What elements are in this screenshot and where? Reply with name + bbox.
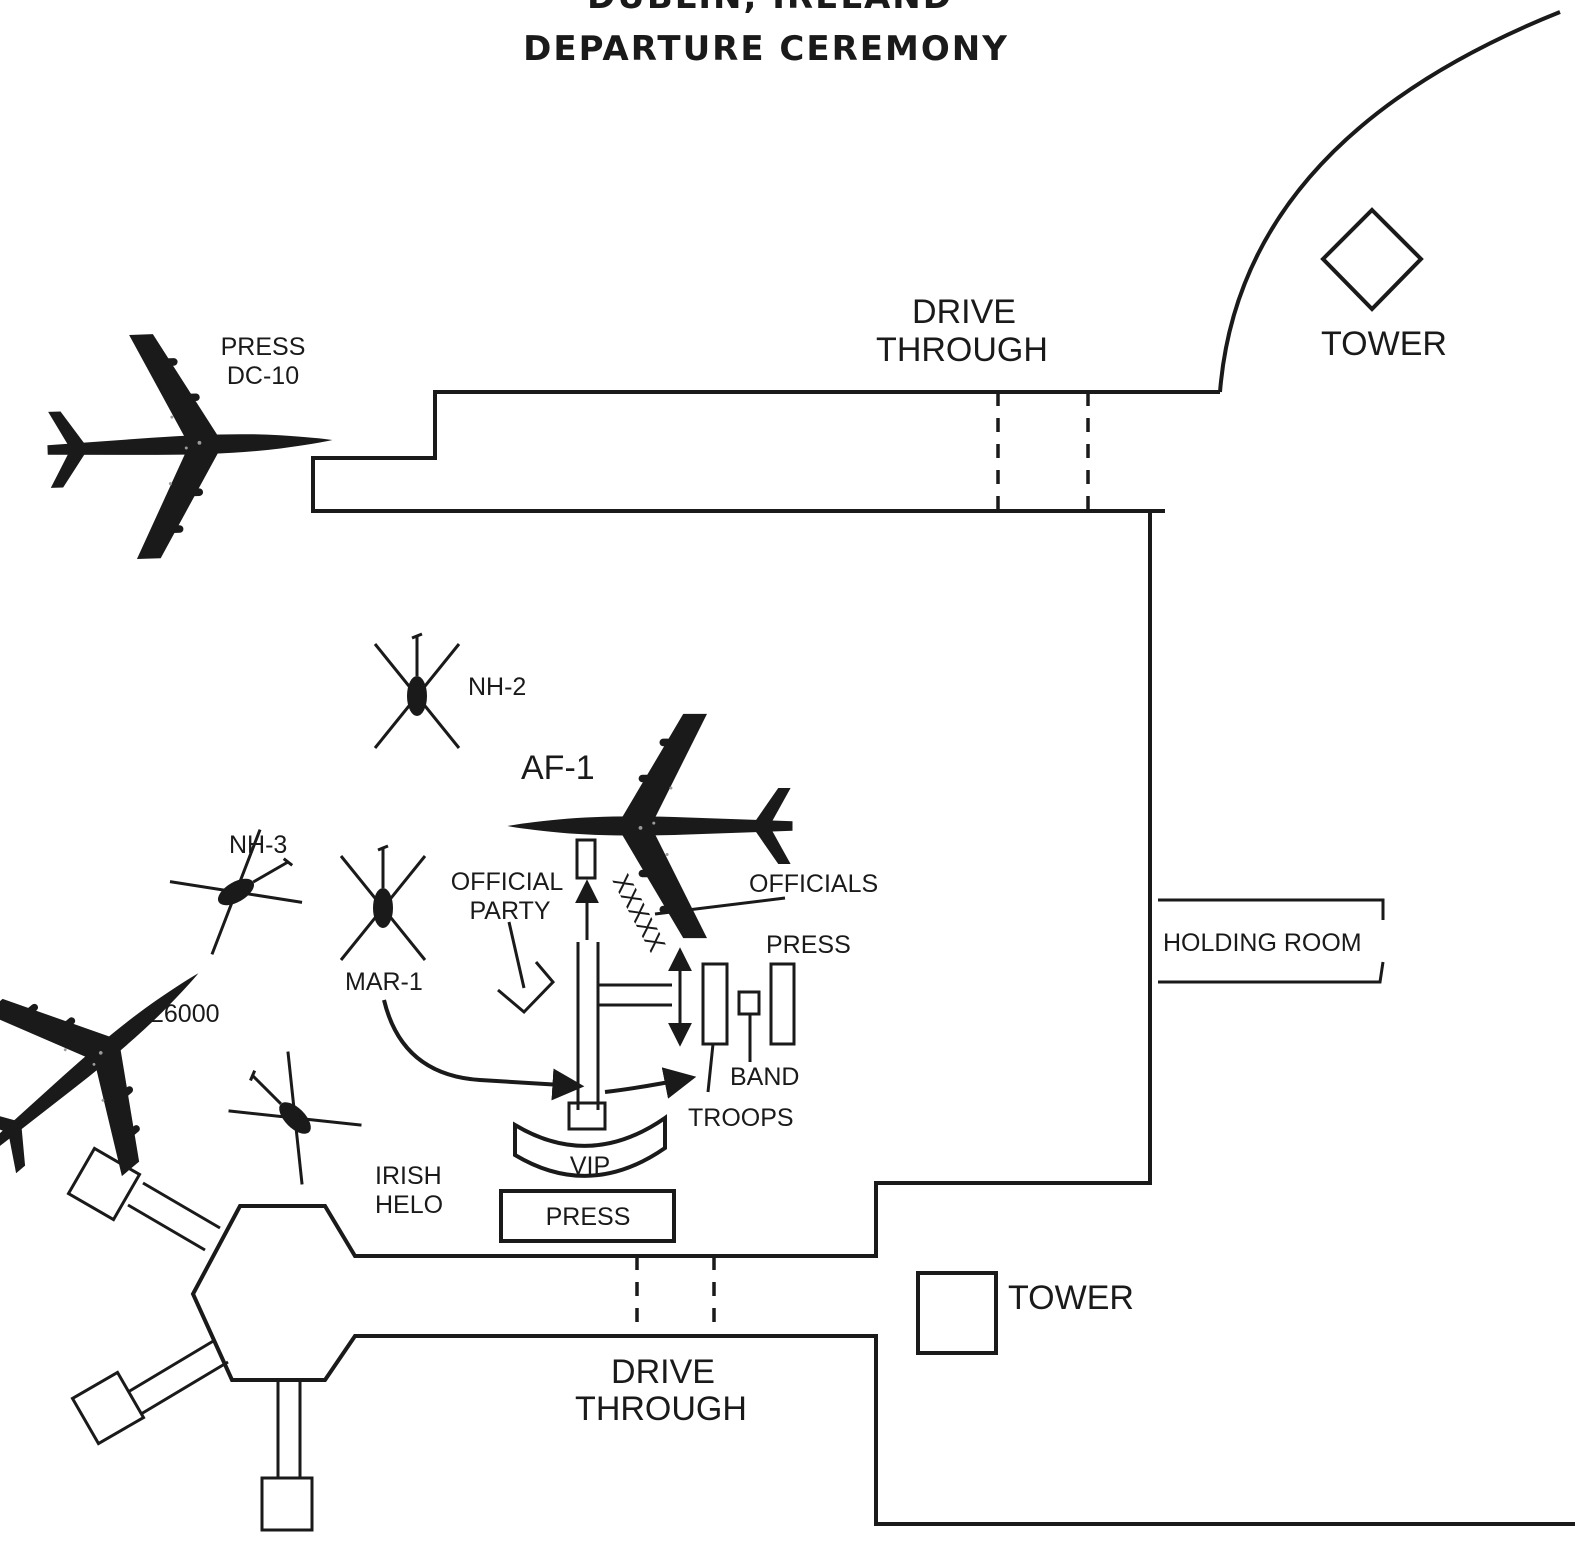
press-stand (769, 962, 796, 1046)
press-dc10-label: PRESS (221, 333, 306, 361)
pier-lower-left (70, 1338, 229, 1446)
vip-stand (513, 1114, 667, 1178)
tower-icon (916, 1271, 998, 1355)
diagram-title: DEPARTURE CEREMONY (523, 29, 1009, 69)
troops-stand (701, 962, 729, 1046)
nh2-label: NH-2 (468, 673, 526, 701)
press-box-label: PRESS (546, 1203, 631, 1231)
terminal-outline-right (190, 511, 1575, 1526)
officials-leader (654, 896, 786, 916)
press-stand-label: PRESS (766, 931, 851, 959)
drive-through-bottom-label: DRIVE (611, 1353, 715, 1391)
drive-through-bottom-label: THROUGH (575, 1390, 747, 1428)
helicopter-icon (219, 1042, 363, 1186)
drive-through-top-label: DRIVE (912, 293, 1016, 331)
officials-label: OFFICIALS (749, 870, 878, 898)
band-label: BAND (730, 1063, 799, 1091)
press-dc10-label: DC-10 (227, 362, 299, 390)
troops-label: TROOPS (688, 1104, 794, 1132)
press-box (499, 1189, 676, 1243)
official-party-leader (497, 921, 556, 1015)
helicopter-icon (373, 632, 461, 750)
drive-through-top-label: THROUGH (876, 331, 1048, 369)
podium (567, 1101, 607, 1131)
official-party-label: OFFICIAL (451, 868, 564, 896)
band-stand (737, 990, 761, 1016)
tower-top-label: TOWER (1321, 325, 1447, 363)
irish-helo-label: IRISH (375, 1162, 442, 1190)
holding-room (1158, 898, 1385, 984)
tower-bottom-label: TOWER (1008, 1279, 1134, 1317)
mar1-label: MAR-1 (345, 968, 423, 996)
ceremony-walkway (576, 942, 672, 1110)
plane-26000-label: 26000 (150, 1000, 220, 1028)
stairs (575, 838, 597, 880)
troops-leader (706, 1043, 715, 1093)
nh3-label: NH-3 (229, 831, 287, 859)
mar1-route (382, 999, 585, 1101)
diagram-title-location: DUBLIN, IRELAND (587, 0, 953, 17)
pier-bottom (260, 1380, 314, 1532)
terminal-outline-upper (311, 390, 1220, 513)
holding-room-label: HOLDING ROOM (1163, 929, 1362, 957)
helicopter-icon (339, 844, 427, 962)
official-party-label: PARTY (469, 897, 550, 925)
tower-icon (1320, 207, 1424, 312)
airfield-curved-boundary (1218, 10, 1561, 393)
motorcade-route (604, 1067, 697, 1099)
af1-label: AF-1 (521, 749, 595, 787)
airplane-icon (0, 891, 267, 1229)
pier-upper-left (66, 1146, 221, 1252)
vip-label: VIP (570, 1152, 610, 1180)
irish-helo-label: HELO (375, 1191, 443, 1219)
